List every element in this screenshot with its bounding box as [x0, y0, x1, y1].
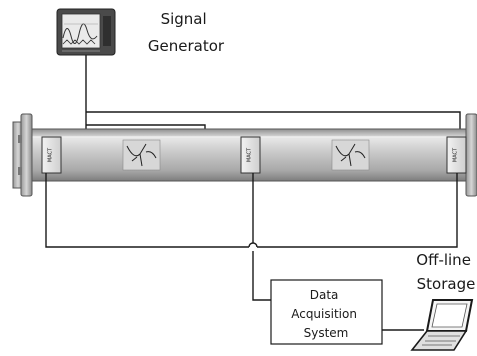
das-label-line-2: Acquisition — [291, 307, 357, 321]
crack-icon — [122, 139, 161, 171]
sensor-icon: MACT — [240, 136, 261, 174]
data-acquisition-system-label: Data Acquisition System — [291, 288, 361, 340]
sensor-label: MACT — [247, 147, 253, 162]
laptop-icon — [410, 299, 474, 351]
crack-icon — [331, 139, 370, 171]
off-line-storage-line-2: Storage — [417, 275, 476, 293]
data-acquisition-system-box: Data Acquisition System — [270, 279, 383, 345]
sensor-label: MACT — [453, 147, 459, 162]
flange-icon — [465, 113, 477, 197]
sensor-icon: MACT — [446, 136, 467, 174]
flange-icon — [12, 113, 33, 197]
off-line-storage-line-1: Off-line — [416, 251, 471, 269]
das-label-line-3: System — [304, 326, 349, 340]
sensor-icon: MACT — [41, 136, 62, 174]
sensor-label: MACT — [48, 147, 54, 162]
off-line-storage-label: Off-line Storage — [416, 251, 475, 293]
das-label-line-1: Data — [310, 288, 339, 302]
signal-generator-label-line-2: Generator — [148, 37, 225, 55]
signal-generator-label-line-1: Signal — [161, 10, 207, 28]
signal-generator-label: Signal Generator — [148, 10, 225, 55]
acquisition-wiring — [45, 173, 458, 301]
signal-generator-icon — [56, 8, 116, 56]
